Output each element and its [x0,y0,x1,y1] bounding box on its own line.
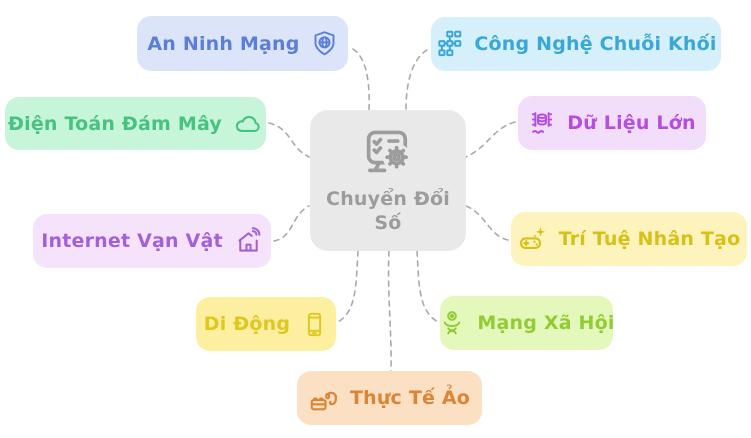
transformation-checklist-gear-icon [357,126,419,182]
node-du-lieu-lon[interactable]: Dữ Liệu Lớn [518,96,706,150]
connector-dien-toan [268,122,310,158]
connector-thuc-te-ao [387,250,392,372]
node-label: An Ninh Mạng [147,32,300,55]
node-label: Trí Tuệ Nhân Tạo [558,228,741,250]
node-label: Công Nghệ Chuỗi Khối [474,33,717,55]
node-label: Di Động [203,313,291,335]
node-label: Điện Toán Đám Mây [8,112,222,135]
node-label: Dữ Liệu Lớn [567,112,696,134]
vr-headset-icon [309,383,339,413]
ai-gamepad-sparkle-icon [518,224,548,254]
connector-an-ninh-mang [352,48,370,111]
node-di-dong[interactable]: Di Động [196,297,336,351]
node-label: Thực Tế Ảo [349,387,471,409]
big-data-icon [528,109,556,137]
node-thuc-te-ao[interactable]: Thực Tế Ảo [297,371,482,425]
node-mang-xa-hoi[interactable]: Mạng Xã Hội [438,296,615,350]
node-dien-toan-dam-may[interactable]: Điện Toán Đám Mây [5,97,266,150]
center-label: Chuyển Đổi Số [326,187,450,234]
smartphone-icon [301,311,328,338]
connector-di-dong [337,250,359,323]
node-an-ninh-mang[interactable]: An Ninh Mạng [137,16,348,71]
connector-mang-xa-hoi [416,250,439,323]
cloud-icon [233,109,263,139]
node-label: Mạng Xã Hội [477,312,615,334]
connector-cong-nghe [405,49,428,111]
shield-globe-icon [311,30,338,57]
smart-home-icon [234,226,263,256]
connector-du-lieu-lon [465,121,516,158]
connector-tri-tue [465,205,509,241]
node-internet-van-vat[interactable]: Internet Vạn Vật [33,214,271,268]
person-icon [438,309,466,337]
node-cong-nghe-chuoi-khoi[interactable]: Công Nghệ Chuỗi Khối [431,17,721,71]
blockchain-icon [435,30,463,58]
node-label: Internet Vạn Vật [41,230,223,252]
node-tri-tue-nhan-tao[interactable]: Trí Tuệ Nhân Tạo [511,212,747,266]
node-chuyen-doi-so[interactable]: Chuyển Đổi Số [310,110,466,251]
connector-internet-van-vat [273,205,310,242]
